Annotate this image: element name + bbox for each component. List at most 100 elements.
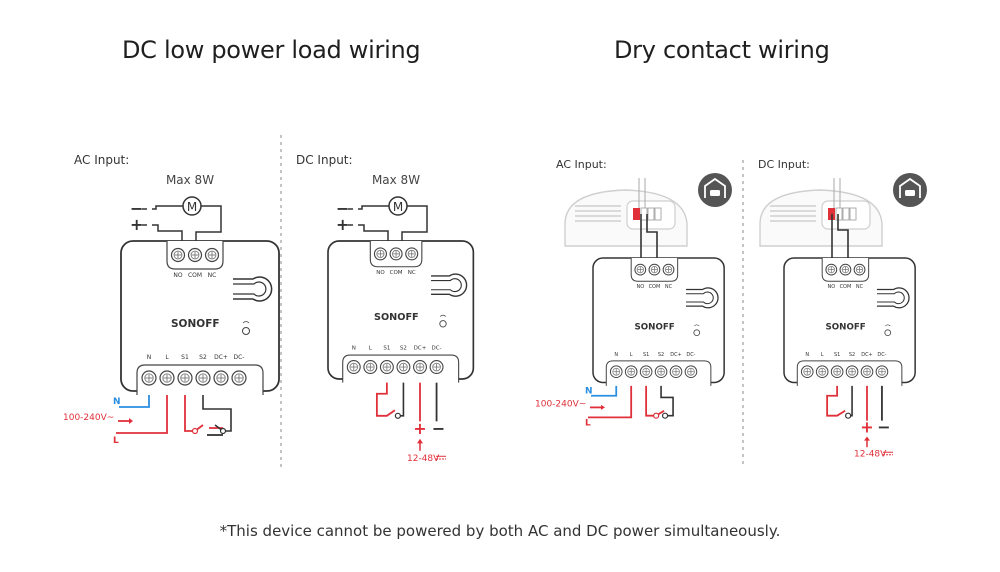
input-terminal-label: DC- [432, 346, 442, 352]
screw-inner [650, 266, 659, 274]
relay-terminal-label: NO [376, 270, 385, 276]
supply-voltage-label: 100-240V~ [535, 400, 586, 410]
input-terminal-label: S2 [400, 346, 407, 352]
screw-inner [803, 367, 812, 376]
motor-symbol: M [393, 200, 403, 214]
terminal-screw [204, 247, 220, 263]
input-label: AC Input: [556, 158, 607, 171]
input-terminal-label: N [805, 352, 809, 358]
input-terminal-label: DC+ [414, 346, 427, 352]
terminal-screw [860, 365, 874, 379]
status-led [693, 329, 701, 337]
terminal-screw [346, 360, 361, 375]
terminal-screw [413, 360, 427, 375]
s1-wire [375, 382, 396, 417]
screw-inner [407, 249, 416, 258]
opener-terminal [835, 207, 843, 221]
screw-inner [627, 367, 636, 376]
terminal-screw [654, 365, 668, 379]
terminal-screw [396, 360, 411, 375]
mounting-keyhole-inner [431, 278, 462, 293]
screw-inner [687, 367, 695, 376]
load-wire [152, 205, 183, 210]
dc-input-wiring: +−12-48V [375, 382, 446, 464]
load-wire [401, 205, 428, 246]
screw-inner [855, 266, 864, 274]
s2-wire [849, 385, 853, 417]
plus-sign: + [130, 215, 143, 234]
relay-terminal-label: NC [856, 284, 864, 290]
brand-logo: SONOFF [171, 318, 220, 330]
switch-contact [653, 412, 660, 419]
motor-symbol: M [187, 200, 197, 214]
brand-logo: SONOFF [826, 322, 866, 332]
terminal-screw [634, 263, 647, 276]
screw-inner [366, 362, 375, 372]
terminal-screw [875, 365, 889, 379]
load-wire [152, 224, 183, 246]
car-shape [710, 190, 720, 196]
switch-contact [191, 427, 199, 435]
input-terminal-label: DC- [877, 352, 886, 358]
terminal-screw [853, 263, 866, 276]
input-terminal-label: S1 [834, 352, 840, 358]
input-terminal-label: S2 [849, 352, 855, 358]
load-rating-label: Max 8W [372, 173, 420, 187]
input-terminal-label: S2 [199, 354, 207, 361]
s1-wire [826, 385, 846, 417]
input-terminal-label: L [821, 352, 824, 358]
screw-inner [349, 362, 359, 372]
terminal-screw [845, 365, 859, 379]
dc-input-wiring: +−12-48V [826, 385, 893, 459]
input-terminal-label: L [630, 352, 633, 358]
relay-terminal-label: NC [208, 272, 217, 279]
screw-inner [818, 367, 827, 376]
screw-inner [198, 373, 208, 383]
input-terminal-label: L [369, 346, 373, 352]
arrow-head [601, 404, 605, 410]
opener-terminal-red [633, 208, 640, 220]
arrow-head [417, 438, 423, 444]
neutral-wire [119, 395, 150, 408]
brand-logo: SONOFF [635, 322, 675, 332]
opener-terminal [842, 207, 850, 221]
input-terminal-label: DC- [686, 352, 695, 358]
opener-terminal [849, 207, 857, 221]
dry-contact-wire [837, 214, 849, 262]
neutral-label: N [113, 397, 121, 407]
screw-inner [190, 250, 200, 260]
screw-inner [392, 249, 401, 258]
garage-door-opener [759, 173, 927, 247]
input-terminal-label: N [614, 352, 618, 358]
brand-logo: SONOFF [374, 312, 419, 323]
relay-terminal-label: NC [408, 270, 416, 276]
wifi-icon [439, 314, 447, 317]
terminal-screw [187, 247, 203, 263]
car-shape [905, 190, 915, 196]
neutral-label: N [585, 386, 593, 396]
load-rating-label: Max 8W [166, 173, 214, 187]
screw-inner [207, 250, 217, 260]
live-wire [588, 385, 633, 419]
input-terminal-label: L [165, 354, 169, 361]
input-terminal-label: DC+ [861, 352, 872, 358]
terminal-screw [662, 263, 675, 276]
input-terminal-label: DC+ [670, 352, 681, 358]
terminal-screw [825, 263, 838, 276]
screw-inner [672, 367, 680, 376]
input-terminal-label: S2 [658, 352, 664, 358]
relay-terminal-label: COM [390, 270, 403, 276]
wifi-icon [242, 321, 250, 324]
relay-terminal-label: NO [827, 284, 835, 290]
terminal-screw [609, 365, 623, 379]
switch-contact [845, 412, 852, 419]
terminal-screw [379, 360, 394, 375]
mounting-keyhole [876, 287, 910, 309]
